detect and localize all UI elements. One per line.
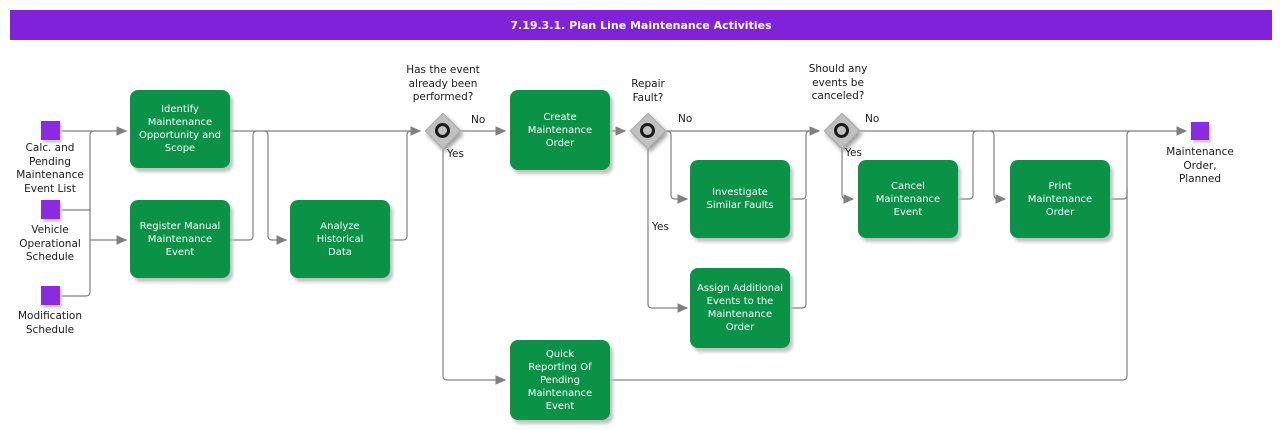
task-cancel-maintenance-event[interactable]: Cancel Maintenance Event: [858, 160, 958, 238]
event-calc-pending-label: Calc. and Pending Maintenance Event List: [16, 142, 84, 195]
event-modification-schedule[interactable]: [41, 286, 60, 305]
gateway1-ring-icon: [435, 123, 450, 138]
task-print-label: Print Maintenance Order: [1027, 180, 1093, 218]
gateway2-repair-fault[interactable]: [629, 112, 667, 150]
gateway3-ring-icon: [834, 123, 849, 138]
gateway2-ring-icon: [640, 123, 655, 138]
flow-assign-merge: [790, 199, 807, 309]
event-vehicle-schedule-label: Vehicle Operational Schedule: [19, 224, 81, 263]
event-vehicle-operational-schedule[interactable]: [41, 200, 60, 219]
task-identify-label: Identify Maintenance Opportunity and Sco…: [138, 104, 221, 154]
gateway3-yes-label: Yes: [845, 147, 862, 159]
task-create-maintenance-order[interactable]: Create Maintenance Order: [510, 90, 610, 170]
gateway3-question: Should any events be canceled?: [808, 63, 868, 102]
event-modification-schedule-label: Modification Schedule: [18, 310, 82, 336]
gateway1-event-performed[interactable]: [424, 112, 462, 150]
gateway1-no-label: No: [471, 114, 486, 126]
flow-analyze-merge: [390, 130, 412, 241]
flow-register-merge: [230, 130, 258, 241]
diagram-title-bar: 7.19.3.1. Plan Line Maintenance Activiti…: [10, 10, 1272, 40]
flow-cancel-merge: [958, 130, 978, 200]
task-identify-maintenance-opportunity[interactable]: Identify Maintenance Opportunity and Sco…: [130, 90, 230, 168]
flow-branch-to-print: [989, 130, 1007, 204]
task-cancel-label: Cancel Maintenance Event: [875, 180, 941, 218]
event-maintenance-order-planned[interactable]: [1191, 122, 1209, 140]
gateway3-events-canceled[interactable]: [823, 112, 861, 150]
task-assign-additional-events[interactable]: Assign Additional Events to the Maintena…: [690, 268, 790, 348]
task-assign-label: Assign Additional Events to the Maintena…: [696, 283, 784, 333]
event-calc-pending-maintenance-event-list[interactable]: [41, 121, 60, 140]
task-analyze-historical-data[interactable]: Analyze Historical Data: [290, 200, 390, 278]
gateway3-no-label: No: [865, 113, 880, 125]
gateway2-question: Repair Fault?: [631, 78, 665, 104]
gateway2-yes-label: Yes: [652, 221, 669, 233]
flow-gateway1-yes-to-quick: [442, 149, 507, 385]
diagram-title: 7.19.3.1. Plan Line Maintenance Activiti…: [510, 18, 772, 32]
gateway1-question: Has the event already been performed?: [406, 64, 480, 103]
task-analyze-label: Analyze Historical Data: [316, 220, 364, 258]
flow-investigate-merge: [790, 130, 811, 200]
task-investigate-label: Investigate Similar Faults: [706, 187, 774, 211]
gateway1-yes-label: Yes: [447, 148, 464, 160]
task-register-label: Register Manual Maintenance Event: [139, 220, 221, 258]
task-quick-reporting-label: Quick Reporting Of Pending Maintenance E…: [527, 348, 593, 412]
task-quick-reporting-pending-event[interactable]: Quick Reporting Of Pending Maintenance E…: [510, 340, 610, 420]
flow-branch-to-analyze: [263, 130, 288, 245]
task-register-manual-maintenance-event[interactable]: Register Manual Maintenance Event: [130, 200, 230, 278]
flow-print-merge: [1110, 188, 1128, 200]
event-maintenance-order-planned-label: Maintenance Order, Planned: [1166, 146, 1234, 185]
task-create-label: Create Maintenance Order: [527, 111, 593, 149]
task-investigate-similar-faults[interactable]: Investigate Similar Faults: [690, 160, 790, 238]
flow-branch-to-investigate: [666, 130, 689, 204]
task-print-maintenance-order[interactable]: Print Maintenance Order: [1010, 160, 1110, 238]
gateway2-no-label: No: [678, 113, 693, 125]
